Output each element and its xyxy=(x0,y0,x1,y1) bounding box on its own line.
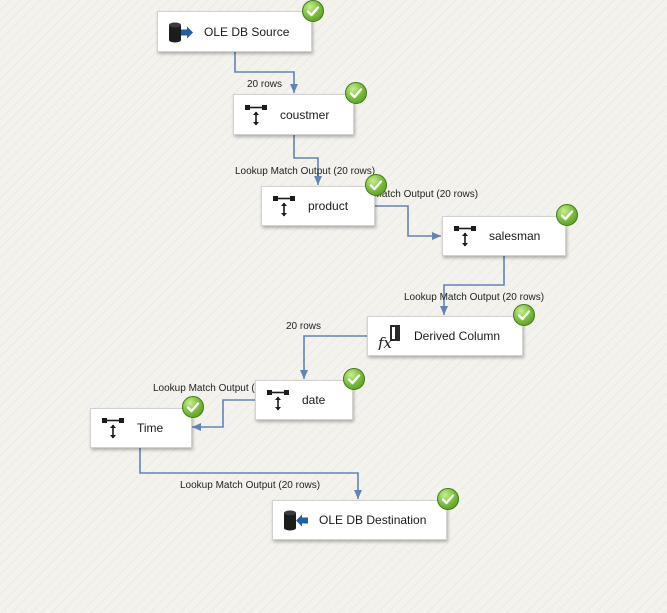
path-salesman-to-derived[interactable] xyxy=(440,256,505,315)
path-label-source-to-coustmer: 20 rows xyxy=(247,79,283,90)
ole-db-destination-label: OLE DB Destination xyxy=(319,513,427,527)
derived-column-fx-icon: fx xyxy=(377,324,402,352)
path-label-salesman-to-derived: Lookup Match Output (20 rows) xyxy=(404,292,545,303)
path-time-to-destination[interactable] xyxy=(139,448,362,499)
success-check-icon xyxy=(302,0,324,22)
path-source-to-coustmer[interactable] xyxy=(234,52,298,93)
derived-column-label: Derived Column xyxy=(414,329,501,343)
ole-db-destination-icon xyxy=(283,508,308,532)
lookup-icon xyxy=(244,103,268,127)
success-check-icon xyxy=(345,82,367,104)
path-derived-to-date[interactable] xyxy=(300,335,367,379)
path-date-to-time[interactable] xyxy=(192,399,255,431)
ole-db-source-icon xyxy=(168,20,193,44)
lookup-icon xyxy=(266,388,290,412)
path-product-to-salesman[interactable] xyxy=(375,205,441,240)
component-ole-db-source[interactable]: OLE DB Source xyxy=(157,11,312,52)
success-check-icon xyxy=(437,488,459,510)
path-label-product-to-salesman: Lookup Match Output (20 rows) xyxy=(338,189,479,200)
date-label: date xyxy=(302,393,326,407)
path-label-coustmer-to-product: Lookup Match Output (20 rows) xyxy=(235,166,376,177)
lookup-icon xyxy=(101,416,125,440)
product-label: product xyxy=(308,199,349,213)
ole-db-source-label: OLE DB Source xyxy=(204,24,290,39)
path-label-derived-to-date: 20 rows xyxy=(286,321,322,332)
path-label-time-to-destination: Lookup Match Output (20 rows) xyxy=(180,480,321,491)
component-lookup-salesman[interactable]: salesman xyxy=(442,216,566,256)
path-coustmer-to-product[interactable] xyxy=(293,135,322,185)
salesman-label: salesman xyxy=(489,229,541,243)
success-check-icon xyxy=(182,396,204,418)
component-lookup-product[interactable]: product xyxy=(261,186,375,226)
success-check-icon xyxy=(343,368,365,390)
path-label-date-to-time: Lookup Match Output (20 rows) xyxy=(153,383,294,394)
time-label: Time xyxy=(137,421,164,435)
success-check-icon xyxy=(556,204,578,226)
component-lookup-time[interactable]: Time xyxy=(90,408,192,448)
lookup-icon xyxy=(453,224,477,248)
component-lookup-coustmer[interactable]: coustmer xyxy=(233,94,354,135)
success-check-icon xyxy=(365,174,387,196)
svg-text:fx: fx xyxy=(378,334,393,350)
component-ole-db-destination[interactable]: OLE DB Destination xyxy=(272,500,447,540)
lookup-icon xyxy=(272,194,296,218)
component-derived-column[interactable]: fx Derived Column xyxy=(367,316,523,356)
coustmer-label: coustmer xyxy=(280,107,330,122)
success-check-icon xyxy=(513,304,535,326)
component-lookup-date[interactable]: date xyxy=(255,380,353,420)
